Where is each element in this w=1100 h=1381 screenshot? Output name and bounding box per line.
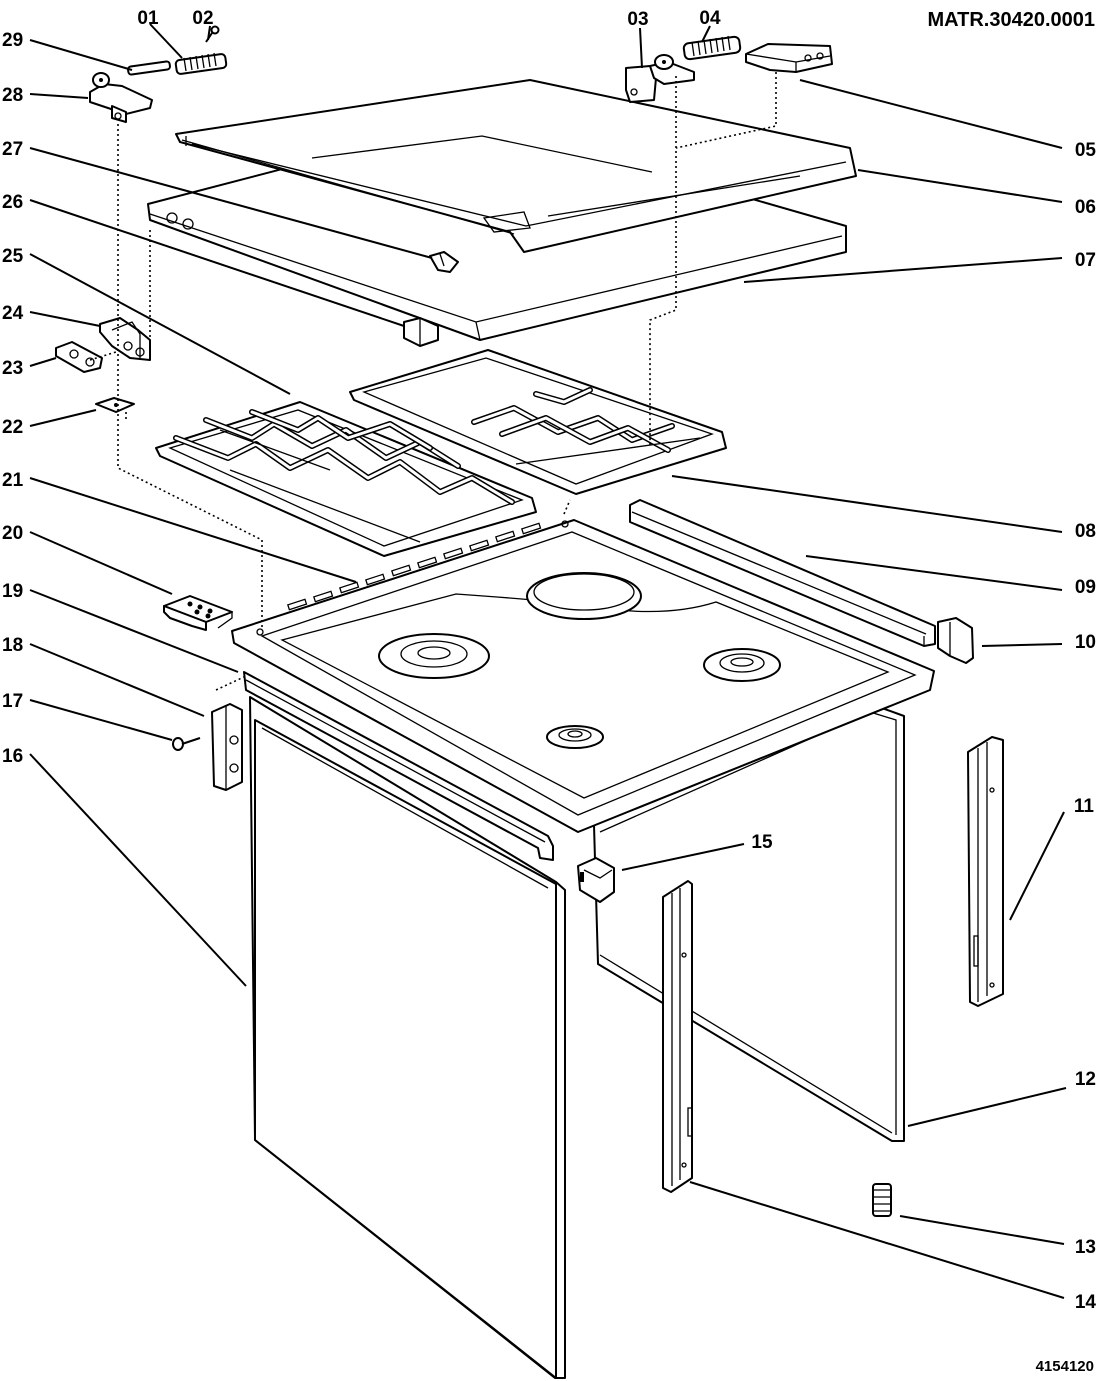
callout-07: 07 — [1075, 250, 1096, 271]
callout-23: 23 — [2, 358, 23, 379]
part-front-rail — [243, 671, 554, 861]
part-12-back-panel — [593, 702, 905, 1142]
callout-22: 22 — [2, 417, 23, 438]
callout-24: 24 — [2, 303, 24, 324]
part-02-rivet — [205, 25, 220, 43]
part-10-end-cap — [937, 617, 974, 664]
burner-cup-right — [703, 648, 781, 682]
callout-15: 15 — [751, 832, 773, 853]
part-14-side-rail — [662, 880, 693, 1193]
callout-06: 06 — [1075, 197, 1096, 218]
callout-11: 11 — [1074, 796, 1095, 817]
callout-27: 27 — [2, 139, 23, 160]
part-25-pan-support-left — [155, 401, 537, 557]
callout-13: 13 — [1075, 1237, 1096, 1258]
part-26-bump-stop — [403, 317, 439, 347]
callout-29: 29 — [2, 30, 23, 51]
leader-lines — [29, 23, 1067, 1299]
callout-10: 10 — [1075, 632, 1096, 653]
callout-16: 16 — [2, 746, 23, 767]
drawing-reference: MATR.30420.0001 — [928, 9, 1096, 31]
burner-cup-small — [546, 725, 604, 749]
part-03-hinge-right — [625, 54, 695, 103]
part-23-mounting-plate — [55, 341, 103, 373]
callout-20: 20 — [2, 523, 23, 544]
callout-04: 04 — [699, 8, 721, 29]
callout-02: 02 — [192, 8, 213, 29]
callout-03: 03 — [627, 9, 648, 30]
part-18-hinge-bracket — [211, 703, 243, 791]
callout-14: 14 — [1075, 1292, 1097, 1313]
part-24-hinge-block — [99, 317, 151, 361]
part-11-side-rail — [967, 736, 1004, 1007]
part-05-hinge-bracket — [745, 43, 833, 73]
part-13-adjustable-foot — [872, 1183, 892, 1217]
callout-25: 25 — [2, 246, 24, 267]
callout-08: 08 — [1075, 521, 1096, 542]
drawing-code: 4154120 — [1036, 1358, 1094, 1375]
part-28-hinge-left — [89, 72, 153, 123]
part-01-spring — [174, 52, 228, 75]
burner-cup-large — [526, 572, 642, 620]
part-17-screw — [172, 737, 201, 751]
callout-12: 12 — [1075, 1069, 1096, 1090]
callout-28: 28 — [2, 85, 23, 106]
callout-09: 09 — [1075, 577, 1096, 598]
part-09-rear-trim — [629, 499, 936, 647]
hob-ventilation-slots — [287, 522, 542, 611]
part-27-lid-clip — [429, 251, 459, 273]
callout-18: 18 — [2, 635, 23, 656]
callout-26: 26 — [2, 192, 23, 213]
part-29-hinge-pin — [127, 60, 171, 76]
callout-21: 21 — [2, 470, 24, 491]
part-22-spacer-plate — [95, 397, 135, 413]
burner-cup-left — [378, 633, 490, 679]
callout-01: 01 — [137, 8, 159, 29]
callout-19: 19 — [2, 581, 23, 602]
assembly-guide-lines — [89, 72, 777, 691]
callout-05: 05 — [1075, 140, 1097, 161]
part-16-front-panel — [249, 696, 566, 1379]
part-06-glass-lid — [175, 79, 857, 253]
part-21-hob-top — [231, 519, 935, 833]
part-04-spring — [682, 35, 742, 61]
part-20-clip — [163, 595, 233, 631]
part-08-pan-support-right — [349, 349, 727, 495]
part-15-bracket — [577, 857, 615, 903]
callout-17: 17 — [2, 691, 23, 712]
